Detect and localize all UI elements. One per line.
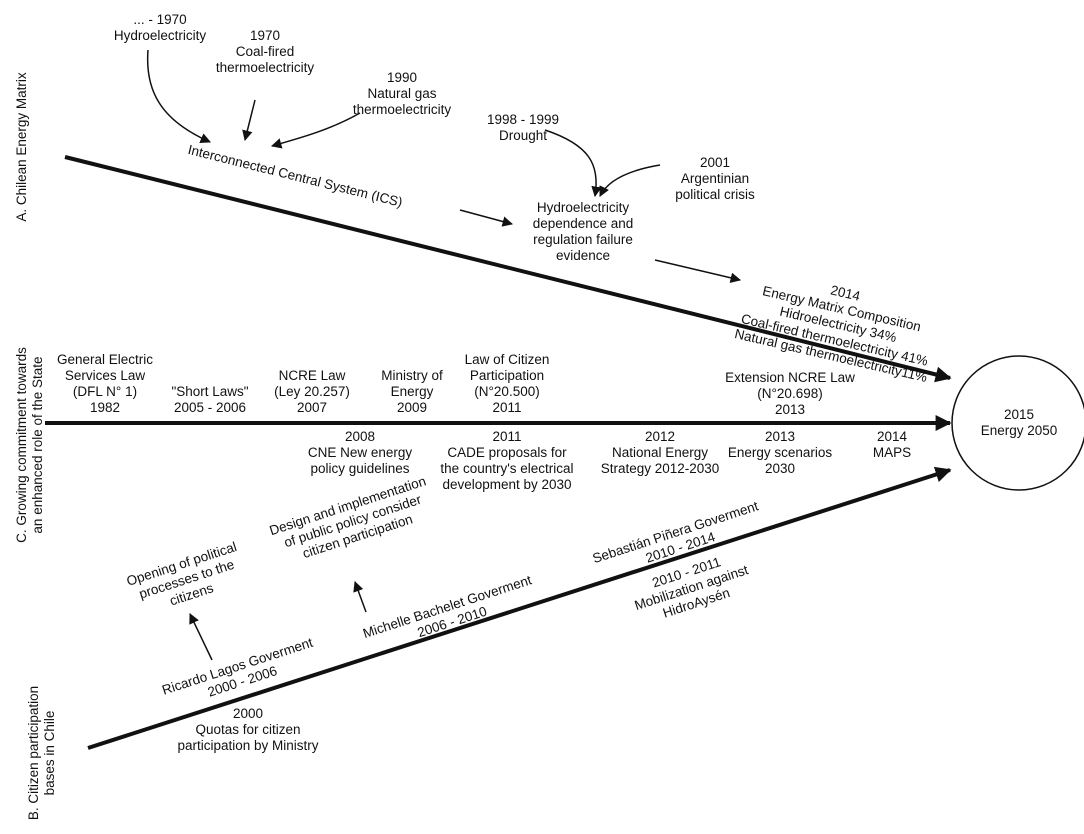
- policy-cade-2011: 2011 CADE proposals for the country's el…: [440, 429, 574, 492]
- arrow-lagos-to-opening: [189, 613, 213, 661]
- policy-ministry-energy: Ministry of Energy 2009: [381, 368, 443, 415]
- arrow-gas-to-ics: [270, 112, 361, 149]
- arrow-hydro-to-ics: [146, 49, 211, 143]
- event-coal-fired: 1970 Coal-fired thermoelectricity: [215, 28, 315, 75]
- policy-ext-ncre: Extension NCRE Law (N°20.698) 2013: [725, 370, 855, 417]
- arrow-argentina-to-hydrodep: [599, 164, 661, 197]
- policy-ncre-law: NCRE Law (Ley 20.257) 2007: [274, 368, 350, 415]
- endpoint-circle: [951, 355, 1084, 491]
- event-hydroelectricity: ... - 1970 Hydroelectricity: [113, 12, 207, 43]
- policy-cne-2008: 2008 CNE New energy policy guidelines: [307, 429, 413, 476]
- endpoint-label: 2015 Energy 2050: [980, 407, 1058, 438]
- axis-a-line: [64, 155, 952, 383]
- event-hydro-dependence: Hydroelectricity dependence and regulati…: [532, 200, 634, 263]
- event-quotas-2000: 2000 Quotas for citizen participation by…: [177, 706, 319, 753]
- arrow-hydrodep-to-matrix: [654, 259, 742, 283]
- axis-b-label: B. Citizen participation bases in Chile: [26, 685, 57, 821]
- policy-maps-2014: 2014 MAPS: [872, 429, 912, 460]
- arrow-bachelet-to-design: [353, 581, 367, 613]
- arrow-drought-to-hydrodep: [544, 129, 602, 198]
- axis-b-line: [87, 466, 952, 750]
- policy-short-laws: "Short Laws" 2005 - 2006: [171, 384, 249, 415]
- axis-a-label: A. Chilean Energy Matrix: [14, 72, 29, 222]
- policy-scenarios-2013: 2013 Energy scenarios 2030: [727, 429, 833, 476]
- event-argentina: 2001 Argentinian political crisis: [675, 155, 755, 202]
- policy-citizen-law: Law of Citizen Participation (N°20.500) …: [464, 352, 550, 415]
- event-natural-gas: 1990 Natural gas thermoelectricity: [352, 70, 452, 117]
- arrow-ics-to-hydrodep: [459, 209, 514, 227]
- event-drought: 1998 - 1999 Drought: [486, 112, 560, 143]
- arrow-coal-to-ics: [242, 99, 256, 142]
- policy-strategy-2012: 2012 National Energy Strategy 2012-2030: [600, 429, 720, 476]
- policy-gesl-1982: General Electric Services Law (DFL N° 1)…: [56, 352, 154, 415]
